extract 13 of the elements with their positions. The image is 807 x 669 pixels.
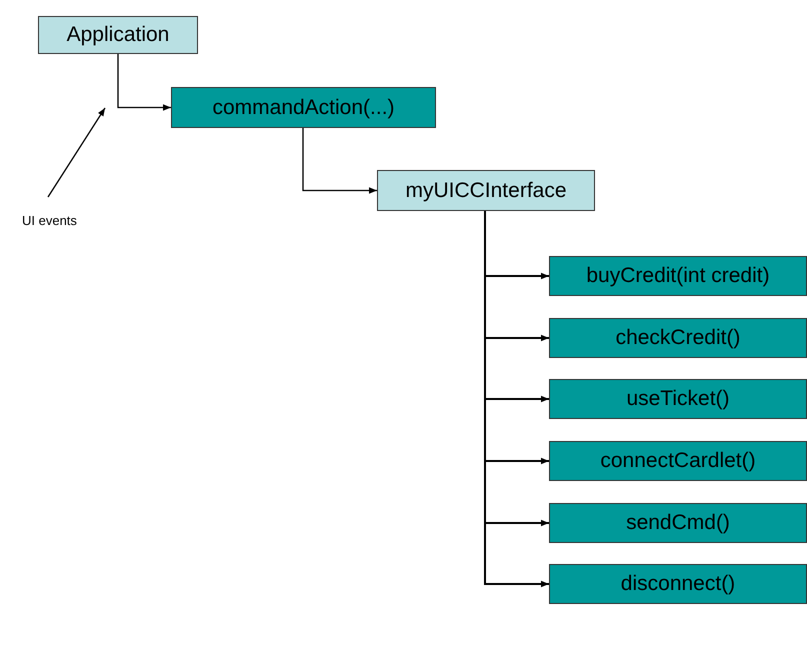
- method-box: buyCredit(int credit): [549, 256, 807, 296]
- method-box: commandAction(...): [171, 87, 436, 128]
- connector-arrow: [302, 128, 377, 194]
- method-box: checkCredit(): [549, 318, 807, 358]
- class-box: Application: [38, 16, 198, 54]
- arrow: [47, 108, 106, 198]
- note-text: UI events: [22, 211, 112, 229]
- class-box: myUICCInterface: [377, 170, 595, 211]
- method-box: sendCmd(): [549, 503, 807, 543]
- method-box: connectCardlet(): [549, 441, 807, 481]
- method-box: disconnect(): [549, 564, 807, 604]
- method-box: useTicket(): [549, 379, 807, 419]
- connector-arrow: [117, 54, 171, 111]
